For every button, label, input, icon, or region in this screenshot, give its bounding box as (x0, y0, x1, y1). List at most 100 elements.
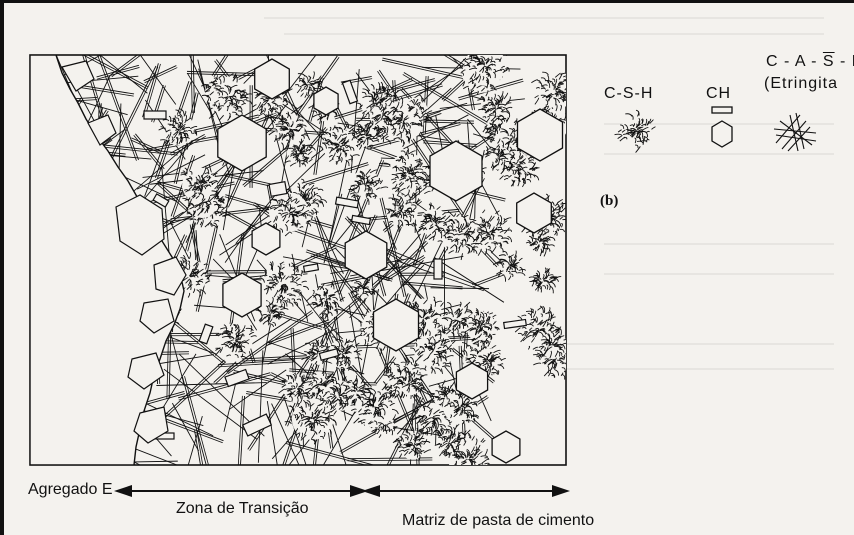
ettringite-needle (187, 416, 203, 465)
ch-plate (152, 193, 170, 208)
ch-plate (224, 368, 250, 388)
ettringite-needle (99, 55, 139, 161)
ettringite-needle (286, 440, 376, 465)
csh-cluster (350, 119, 382, 150)
legend-etringita-symbol (773, 112, 817, 152)
ch-plate (334, 196, 360, 209)
legend-csah-prefix: C - A - (766, 53, 823, 70)
csh-cluster (268, 111, 309, 151)
aggregate-interface-crystals (61, 60, 187, 444)
ettringite-needle (136, 154, 206, 190)
ettringite-needle (289, 368, 334, 373)
ettringite-needle-edge (379, 198, 405, 298)
ch-plate (268, 181, 288, 197)
interface-crystal (61, 60, 95, 92)
ch-plate (350, 214, 372, 226)
agregado-label: Agregado E (28, 481, 113, 499)
csh-cluster (417, 202, 451, 241)
ettringite-needle (110, 55, 138, 76)
ettringite-needle (144, 140, 166, 197)
bleed-through-line (604, 243, 834, 245)
bleed-through-line (604, 153, 834, 155)
ettringite-needle-edge (237, 395, 243, 465)
ettringite-needle-edge (346, 160, 385, 252)
ettringite-needle (229, 369, 287, 410)
ettringite-needle-edge (396, 80, 436, 92)
ettringite-needle (107, 65, 157, 162)
ettringite-needle (211, 55, 227, 76)
ettringite-needle (313, 120, 323, 175)
ettringite-needle (424, 76, 429, 134)
ettringite-needle (139, 55, 177, 105)
ch-plate (143, 110, 167, 120)
ettringite-needle (401, 281, 463, 288)
ettringite-needle-edge (249, 352, 315, 451)
ettringite-needle (403, 72, 491, 125)
csh-cluster (474, 342, 507, 378)
csh-cluster (461, 55, 510, 90)
ch-plate (318, 348, 340, 361)
ch-plate (341, 79, 359, 105)
ettringite-needle-edge (97, 67, 140, 80)
ettringite-needle (163, 414, 204, 426)
ch-hexagon (254, 58, 290, 100)
csh-cluster (477, 89, 513, 129)
ch-hexagon (313, 86, 339, 116)
ettringite-needle-edge (387, 256, 426, 281)
csh-cluster (348, 168, 389, 205)
ch-plate (302, 263, 320, 273)
ettringite-needle-edge (196, 429, 204, 465)
csh-cluster (392, 427, 432, 462)
ettringite-needle (285, 353, 310, 375)
ch-hexagon (455, 362, 489, 400)
csh-cluster (441, 301, 477, 340)
csh-cluster (254, 300, 289, 328)
agregado-marker: E (101, 481, 113, 498)
csh-cluster (158, 108, 198, 150)
ettringite-needle-edge (193, 230, 197, 262)
ettringite-needle (223, 383, 237, 432)
ettringite-needle (143, 65, 177, 82)
legend-csh-cluster (614, 109, 656, 153)
ettringite-needle (131, 137, 161, 152)
csh-cluster (205, 72, 253, 121)
ettringite-needle (127, 460, 178, 463)
ch-plate (241, 413, 273, 437)
csh-cluster (324, 336, 363, 374)
legend-csah-s: S (822, 53, 835, 70)
agregado-text: Agregado (28, 481, 98, 498)
ettringite-needle (323, 193, 343, 264)
ettringite-needle (382, 57, 478, 81)
csh-cluster (385, 188, 420, 232)
ch-plates (143, 79, 527, 440)
interface-crystal (127, 352, 165, 390)
ch-hexagon (344, 230, 388, 280)
ettringite-needle-edge (144, 63, 161, 118)
ch-hexagon (222, 272, 262, 318)
legend-csah-suffix: - H (840, 53, 854, 70)
ettringite-needle (266, 400, 278, 465)
ettringite-needle-edge (266, 321, 330, 346)
ch-hexagon (516, 108, 564, 162)
ettringite-needle-edge (158, 361, 227, 424)
ch-hexagon (372, 298, 420, 352)
cement-matrix-label: Matriz de pasta de cimento (402, 512, 595, 529)
csh-cluster (443, 432, 490, 465)
ettringite-needle-edge (214, 363, 238, 385)
ettringite-needle (266, 319, 330, 344)
ettringite-needle-edge (399, 242, 429, 272)
ettringite-needle-edge (190, 55, 193, 113)
ettringite-needle (430, 287, 490, 290)
ettringite-needle (397, 240, 427, 270)
csh-cluster (318, 124, 361, 167)
ettringite-needle-edge (402, 74, 489, 127)
ch-hexagon (516, 192, 552, 234)
ettringite-needle-edge (144, 67, 178, 84)
ettringite-needle (96, 64, 139, 78)
ettringite-needle (178, 372, 271, 399)
ettringite-needle-edge (381, 59, 478, 83)
ettringite-needle (401, 87, 454, 143)
csh-cluster (410, 328, 456, 374)
interface-crystal (133, 406, 169, 444)
csh-cluster (462, 308, 497, 346)
